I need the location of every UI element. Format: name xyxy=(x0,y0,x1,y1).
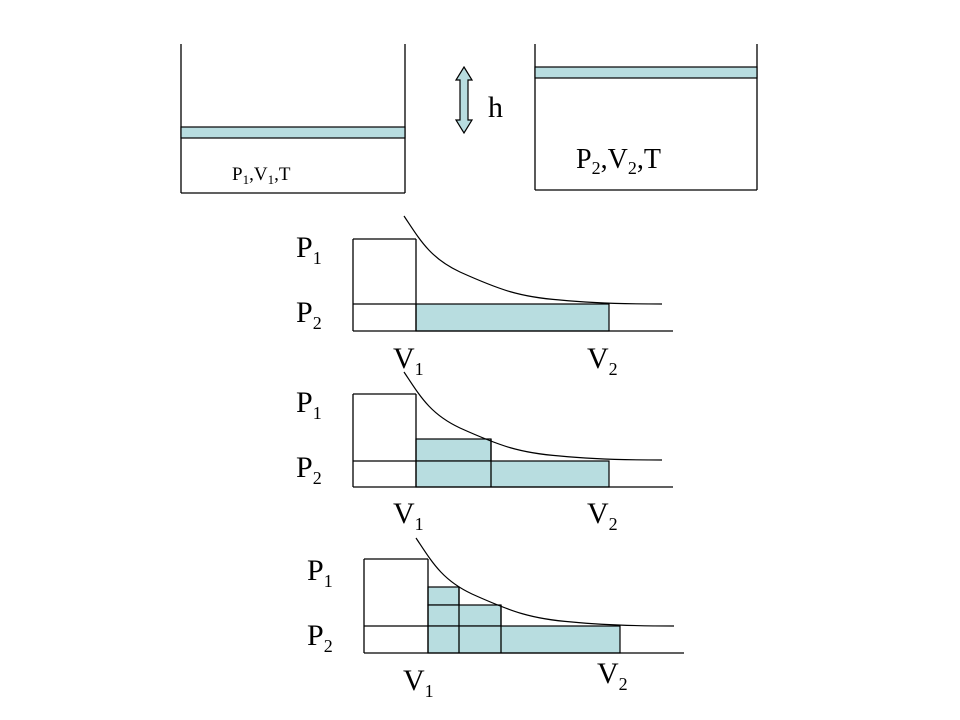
isotherm-curve xyxy=(403,371,663,461)
work-area-step xyxy=(415,438,492,462)
p1-label: P1 xyxy=(296,386,322,423)
work-area-step xyxy=(427,604,502,627)
p1-label: P1 xyxy=(296,231,322,268)
pv-graph-3: P1 P2 V1 V2 xyxy=(307,537,684,701)
pv-graph-2: P1 P2 V1 V2 xyxy=(296,371,673,534)
height-arrow: h xyxy=(454,65,503,135)
work-area-step xyxy=(415,303,610,332)
right-container-label: P2,V2,T xyxy=(576,144,661,178)
work-area-step xyxy=(427,625,621,654)
right-piston xyxy=(534,66,758,79)
v1-label: V1 xyxy=(393,497,424,534)
p2-label: P2 xyxy=(296,296,322,333)
isotherm-curve xyxy=(415,537,675,627)
left-container-label: P1,V1,T xyxy=(232,164,291,187)
v1-label: V1 xyxy=(403,664,434,701)
work-area-step xyxy=(427,586,460,606)
p2-label: P2 xyxy=(296,451,322,488)
pv-graph-1: P1 P2 V1 V2 xyxy=(296,215,673,379)
isotherm-curve xyxy=(403,215,663,305)
v2-label: V2 xyxy=(597,657,628,694)
v2-label: V2 xyxy=(587,497,618,534)
v1-label: V1 xyxy=(393,342,424,379)
left-container: P1,V1,T xyxy=(180,44,406,194)
work-area-step xyxy=(415,460,610,488)
height-label: h xyxy=(488,91,503,124)
p2-label: P2 xyxy=(307,619,333,656)
v2-label: V2 xyxy=(587,342,618,379)
p1-label: P1 xyxy=(307,554,333,591)
left-piston xyxy=(180,126,406,139)
right-container: P2,V2,T xyxy=(534,44,758,191)
